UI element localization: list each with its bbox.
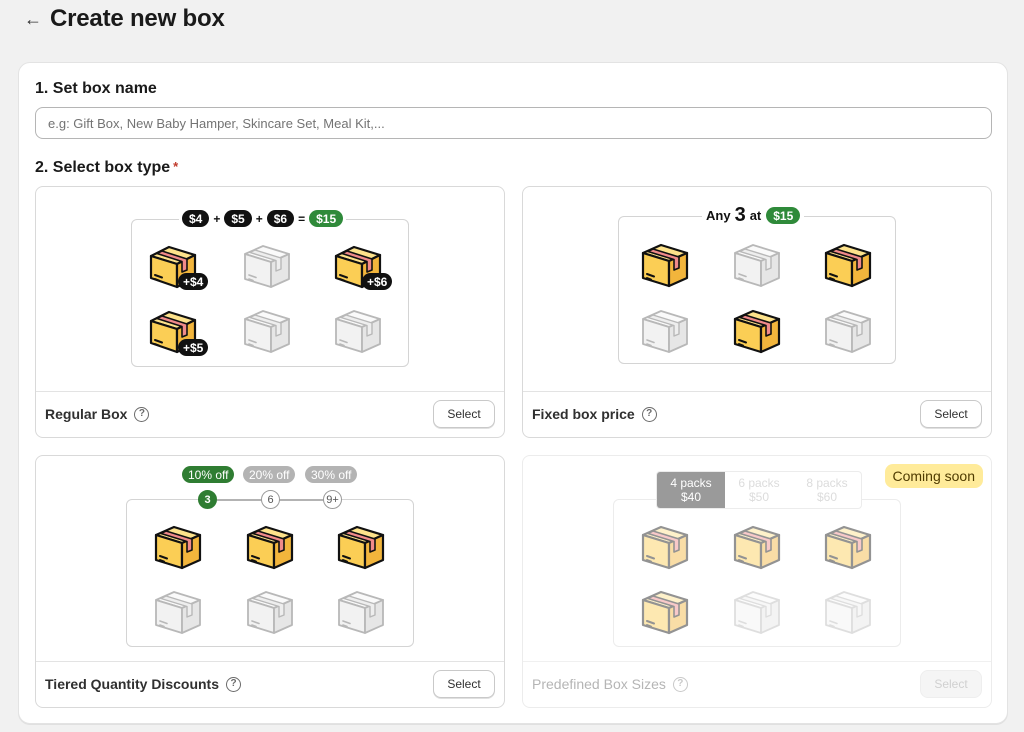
- help-icon[interactable]: ?: [226, 676, 241, 692]
- pack-label: 4 packs: [670, 476, 712, 490]
- pack-option: 8 packs $60: [793, 472, 861, 508]
- page-title: Create new box: [50, 5, 225, 32]
- coming-soon-badge: Coming soon: [884, 464, 983, 488]
- box-price-tag: +$4: [178, 273, 209, 290]
- box-type-name: Regular Box: [45, 406, 128, 422]
- box-type-card-predefined: 4 packs $40 6 packs $50 8 packs $60 Comi…: [522, 455, 992, 708]
- box-type-name: Predefined Box Sizes: [532, 676, 666, 692]
- box-filled-icon: [641, 243, 689, 288]
- fixed-price-pill: $15: [766, 207, 801, 224]
- box-empty-icon: [335, 310, 381, 353]
- select-button[interactable]: Select: [433, 670, 495, 698]
- box-empty-icon: [247, 591, 293, 634]
- box-filled-icon: [824, 243, 872, 288]
- pack-label: 8 packs: [806, 476, 848, 490]
- select-button[interactable]: Select: [920, 400, 982, 428]
- fixed-price-preview: Any 3 at $15: [523, 187, 991, 392]
- select-button: Select: [920, 670, 982, 698]
- create-box-form: 1. Set box name 2. Select box type* $4 +…: [18, 62, 1008, 724]
- pack-price: $50: [748, 490, 770, 504]
- step1-label: 1. Set box name: [35, 80, 157, 97]
- step2-label-text: 2. Select box type: [35, 159, 171, 176]
- pack-label: 6 packs: [738, 476, 780, 490]
- select-button[interactable]: Select: [433, 400, 495, 428]
- box-type-name: Fixed box price: [532, 406, 635, 422]
- price-pill: $4: [182, 210, 210, 227]
- box-filled-icon: [824, 525, 872, 570]
- box-filled-icon: [733, 309, 781, 354]
- tier-discount-pill: 20% off: [243, 466, 296, 483]
- at-label: at: [749, 208, 762, 223]
- tier-qty-dot: 6: [261, 490, 280, 509]
- card-footer: Tiered Quantity Discounts ? Select: [36, 661, 504, 707]
- card-footer: Predefined Box Sizes ? Select: [523, 661, 991, 707]
- tier-qty-dot: 3: [198, 490, 217, 509]
- box-empty-icon: [825, 591, 871, 634]
- box-empty-icon: [734, 244, 780, 287]
- box-type-card-regular[interactable]: $4 + $5 + $6 = $15 +$4 +$6 +$5 Regular B…: [35, 186, 505, 438]
- box-empty-icon: [825, 310, 871, 353]
- box-filled-icon: [246, 525, 294, 570]
- box-type-card-tiered[interactable]: 10% off 20% off 30% off 3 6 9+ Tiered Qu…: [35, 455, 505, 708]
- box-type-card-fixed-price[interactable]: Any 3 at $15 Fixed box price ? Select: [522, 186, 992, 438]
- box-empty-icon: [244, 245, 290, 288]
- pack-option: 4 packs $40: [657, 472, 725, 508]
- tier-discount-pill: 10% off: [182, 466, 235, 483]
- page-header: ← Create new box: [22, 4, 225, 34]
- box-filled-icon: [154, 525, 202, 570]
- any-label: Any: [706, 208, 731, 223]
- pack-price: $40: [680, 490, 702, 504]
- pack-size-segment: 4 packs $40 6 packs $50 8 packs $60: [656, 471, 862, 509]
- card-footer: Regular Box ? Select: [36, 391, 504, 437]
- box-filled-icon: [733, 525, 781, 570]
- tier-discount-pill: 30% off: [305, 466, 358, 483]
- arrow-left-icon[interactable]: ←: [24, 8, 42, 29]
- plus-sign: +: [255, 211, 263, 226]
- box-empty-icon: [642, 310, 688, 353]
- box-price-tag: +$5: [178, 339, 209, 356]
- price-pill: $5: [224, 210, 252, 227]
- help-icon[interactable]: ?: [134, 406, 150, 422]
- help-icon: ?: [672, 676, 688, 692]
- price-pill: $6: [266, 210, 295, 227]
- plus-sign: +: [213, 211, 221, 226]
- help-icon[interactable]: ?: [641, 406, 657, 422]
- item-count: 3: [734, 204, 746, 226]
- box-name-input[interactable]: [35, 107, 992, 139]
- predefined-preview: 4 packs $40 6 packs $50 8 packs $60 Comi…: [523, 456, 991, 662]
- box-empty-icon: [734, 591, 780, 634]
- required-mark: *: [173, 159, 179, 174]
- box-type-name: Tiered Quantity Discounts: [45, 676, 219, 692]
- fixed-price-header: Any 3 at $15: [702, 204, 805, 227]
- pack-price: $60: [816, 490, 838, 504]
- step2-label: 2. Select box type*: [35, 159, 178, 177]
- price-formula: $4 + $5 + $6 = $15: [179, 210, 347, 227]
- box-empty-icon: [244, 310, 290, 353]
- equals-sign: =: [298, 211, 306, 226]
- tiered-preview: 10% off 20% off 30% off 3 6 9+: [36, 456, 504, 662]
- total-pill: $15: [309, 210, 344, 227]
- card-footer: Fixed box price ? Select: [523, 391, 991, 437]
- box-price-tag: +$6: [362, 273, 393, 290]
- box-empty-icon: [155, 591, 201, 634]
- regular-box-preview: $4 + $5 + $6 = $15 +$4 +$6 +$5: [36, 187, 504, 392]
- tier-qty-dot: 9+: [323, 490, 342, 509]
- pack-option: 6 packs $50: [725, 472, 793, 508]
- box-empty-icon: [338, 591, 384, 634]
- box-filled-icon: [641, 525, 689, 570]
- box-filled-icon: [641, 590, 689, 635]
- box-filled-icon: [337, 525, 385, 570]
